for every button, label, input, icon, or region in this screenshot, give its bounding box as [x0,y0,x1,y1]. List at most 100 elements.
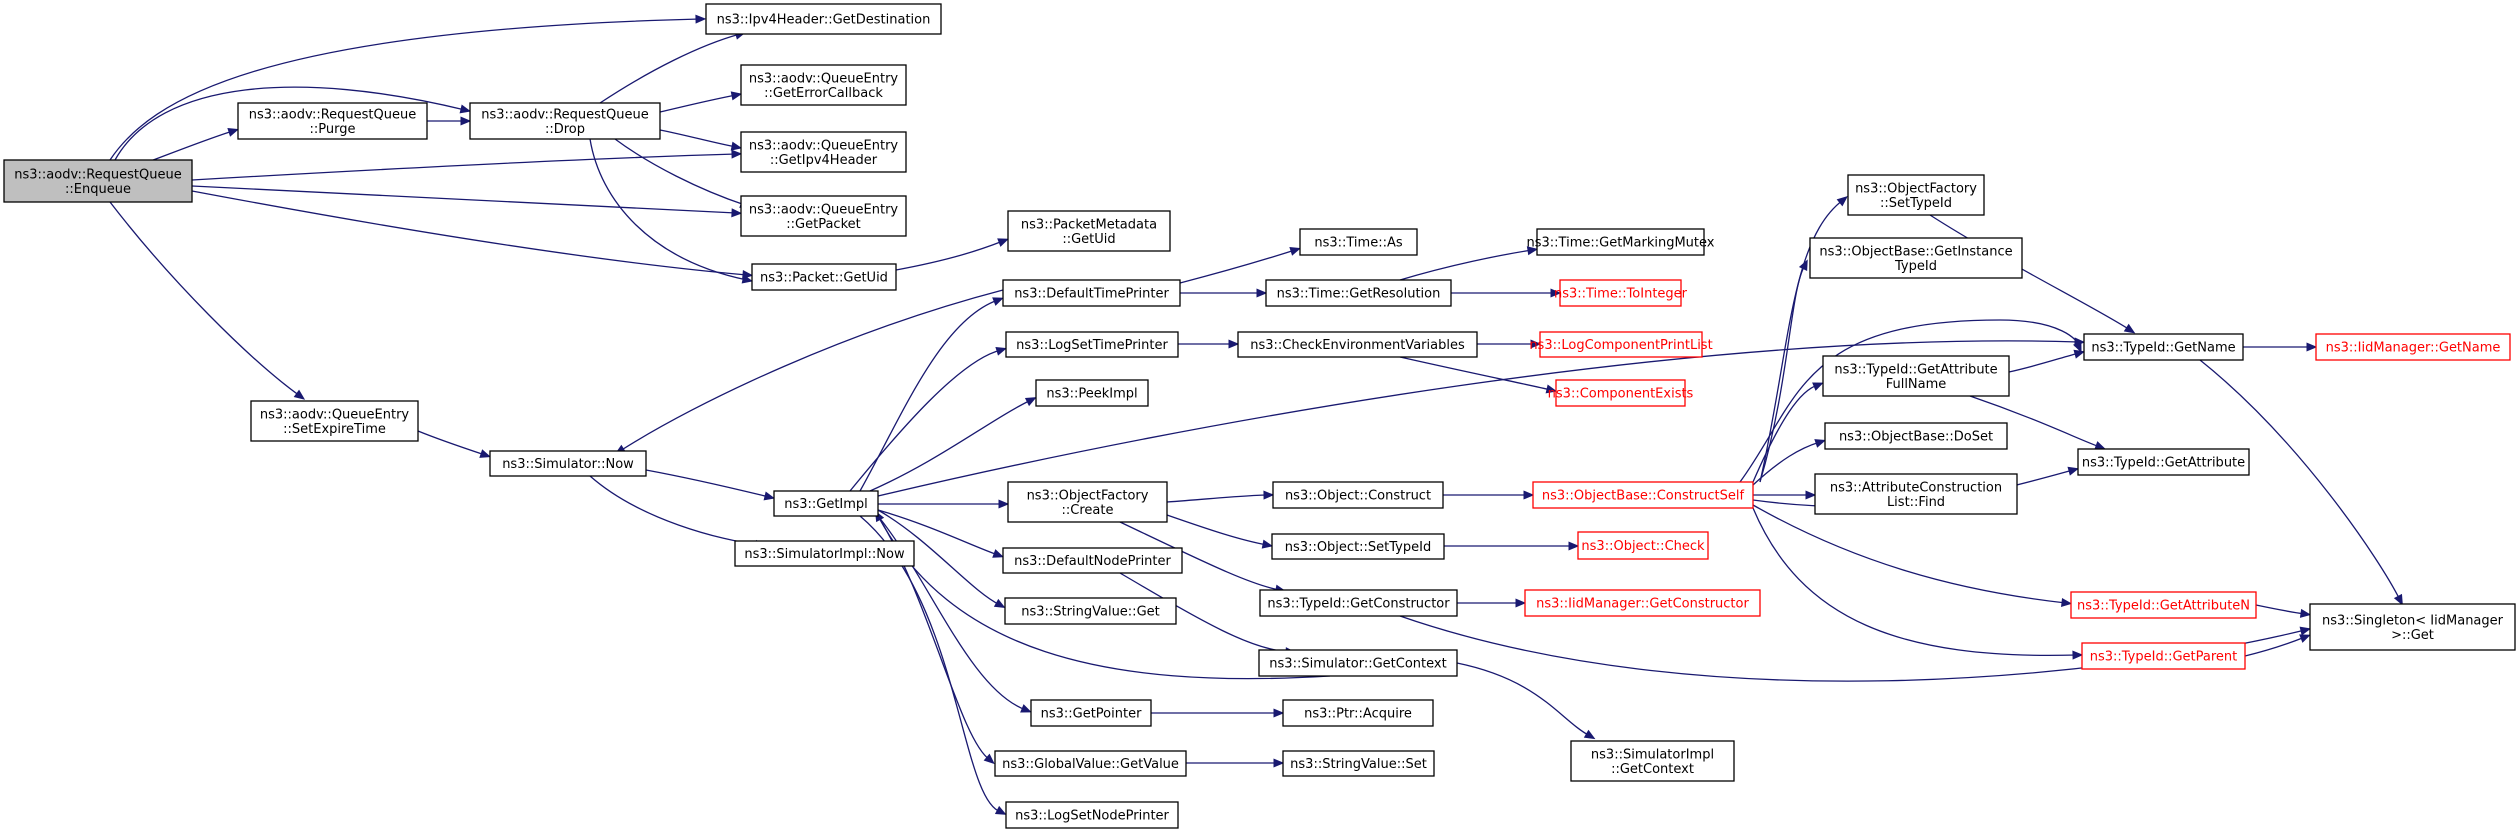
edge-purge-to-drop [427,116,472,126]
node-box [1847,174,1985,216]
node-of-settypeid[interactable]: ns3::ObjectFactory::SetTypeId [1847,174,1985,216]
node-time-getres[interactable]: ns3::Time::GetResolution [1265,279,1452,307]
node-box [1007,481,1168,523]
edge-arrowhead [2073,349,2086,359]
node-label: ::GetUid [1062,232,1115,247]
node-label: ns3::aodv::RequestQueue [14,167,181,182]
node-tid-getparent[interactable]: ns3::TypeId::GetParent [2081,642,2246,670]
node-ipv4hdr-getdest[interactable]: ns3::Ipv4Header::GetDestination [705,3,942,35]
node-stringvalue-set[interactable]: ns3::StringValue::Set [1282,750,1435,777]
node-label: ns3::aodv::QueueEntry [260,407,410,422]
node-box [1555,379,1686,407]
node-label: TypeId [1894,259,1937,274]
node-label: ns3::Time::GetMarkingMutex [1527,236,1715,251]
node-packet-getuid[interactable]: ns3::Packet::GetUid [751,263,897,291]
node-time-tointeger[interactable]: ns3::Time::ToInteger [1554,279,1688,307]
node-iidmgr-getname[interactable]: ns3::IidManager::GetName [2315,333,2511,361]
node-tid-getattributen[interactable]: ns3::TypeId::GetAttributeN [2070,591,2257,619]
node-objbase-doset[interactable]: ns3::ObjectBase::DoSet [1824,422,2008,450]
edge-arrowhead [227,128,239,137]
node-singleton-get[interactable]: ns3::Singleton< IidManager >::Get [2309,603,2516,651]
node-qe-getpacket[interactable]: ns3::aodv::QueueEntry::GetPacket [740,195,907,237]
node-label: ns3::Simulator::Now [502,457,634,472]
edge-arrowhead [1583,729,1596,740]
node-obj-settypeid[interactable]: ns3::Object::SetTypeId [1271,533,1445,560]
node-simimpl-getcontext[interactable]: ns3::SimulatorImpl::GetContext [1570,740,1735,782]
edge-objbase_constructself-to-tid_getattributen [1752,504,2073,608]
edge-drop-to-packet_getuid [589,138,754,284]
edge-arrowhead [763,491,776,501]
node-stringvalue-get[interactable]: ns3::StringValue::Get [1004,597,1177,625]
node-purge[interactable]: ns3::aodv::RequestQueue::Purge [237,102,428,140]
node-obj-construct[interactable]: ns3::Object::Construct [1272,481,1444,509]
node-tid-getattribute[interactable]: ns3::TypeId::GetAttribute [2077,448,2250,476]
edge-checkenv-to-logcompprintlist [1477,339,1542,349]
edge-line [1179,249,1296,284]
node-label: ns3::PacketMetadata [1021,217,1157,232]
node-getimpl[interactable]: ns3::GetImpl [773,490,879,517]
edge-objbase_constructself-to-of_settypeid [1759,196,1848,483]
edge-line [589,138,748,281]
node-qe-geterrcb[interactable]: ns3::aodv::QueueEntry::GetErrorCallback [740,64,907,106]
node-of-create[interactable]: ns3::ObjectFactory::Create [1007,481,1168,523]
node-default-node-printer[interactable]: ns3::DefaultNodePrinter [1002,547,1183,574]
edge-arrowhead [2299,626,2312,636]
node-label: ns3::GlobalValue::GetValue [1002,757,1179,772]
node-enqueue[interactable]: ns3::aodv::RequestQueue::Enqueue [3,159,193,203]
edge-arrowhead [2073,341,2082,353]
node-ptr-acquire[interactable]: ns3::Ptr::Acquire [1282,699,1434,727]
node-obj-check[interactable]: ns3::Object::Check [1577,531,1709,560]
node-objbase-constructself[interactable]: ns3::ObjectBase::ConstructSelf [1532,481,1754,509]
edge-arrowhead [1526,246,1539,256]
node-compexists[interactable]: ns3::ComponentExists [1548,379,1694,407]
node-box [740,131,907,173]
edge-drop-to-qe_geterrcb [659,91,743,113]
node-pm-getuid[interactable]: ns3::PacketMetadata::GetUid [1007,210,1171,252]
node-peekimpl[interactable]: ns3::PeekImpl [1035,379,1149,407]
node-label: ns3::Object::Check [1581,539,1705,554]
node-qe-setexpire[interactable]: ns3::aodv::QueueEntry::SetExpireTime [250,400,419,442]
node-label: ns3::Ipv4Header::GetDestination [717,13,931,28]
node-drop[interactable]: ns3::aodv::RequestQueue::Drop [469,102,661,140]
node-time-as[interactable]: ns3::Time::As [1299,228,1418,256]
edge-obj_settypeid-to-obj_check [1444,541,1580,551]
node-logsettimeprinter[interactable]: ns3::LogSetTimePrinter [1005,331,1179,358]
node-default-time-printer[interactable]: ns3::DefaultTimePrinter [1002,279,1181,307]
node-sim-now[interactable]: ns3::Simulator::Now [489,450,647,477]
node-label: ns3::TypeId::GetName [2091,341,2235,356]
edge-arrowhead [730,141,743,151]
edge-arrowhead [730,91,743,101]
node-label: ns3::GetPointer [1041,707,1142,722]
node-label: ::GetErrorCallback [764,86,883,101]
node-getpointer[interactable]: ns3::GetPointer [1030,699,1152,727]
node-iidmgr-getconstructor[interactable]: ns3::IidManager::GetConstructor [1524,589,1761,617]
node-time-getmutex[interactable]: ns3::Time::GetMarkingMutex [1527,228,1715,256]
node-logcompprintlist[interactable]: ns3::LogComponentPrintList [1529,331,1713,358]
node-box [740,195,907,237]
node-tid-getconstructor[interactable]: ns3::TypeId::GetConstructor [1259,589,1458,617]
node-gv-getvalue[interactable]: ns3::GlobalValue::GetValue [994,750,1187,777]
node-label: ns3::CheckEnvironmentVariables [1250,338,1465,353]
node-tid-getname[interactable]: ns3::TypeId::GetName [2083,333,2244,361]
edge-arrowhead [2299,608,2312,618]
node-simimpl-now[interactable]: ns3::SimulatorImpl::Now [734,540,915,567]
node-label: ns3::DefaultNodePrinter [1014,554,1171,569]
node-label: ns3::Object::Construct [1285,489,1431,504]
node-checkenv[interactable]: ns3::CheckEnvironmentVariables [1237,331,1478,358]
node-label: ::Purge [310,122,356,137]
edge-line [2199,359,2401,601]
edge-time_getres-to-time_tointeger [1451,288,1562,298]
node-logsetnodeprinter[interactable]: ns3::LogSetNodePrinter [1005,801,1179,829]
node-qe-getipv4hdr[interactable]: ns3::aodv::QueueEntry::GetIpv4Header [740,131,907,173]
edge-arrowhead [998,499,1010,509]
edge-arrowhead [993,598,1006,609]
node-sim-getcontext[interactable]: ns3::Simulator::GetContext [1258,649,1458,677]
node-label: ns3::aodv::QueueEntry [749,202,899,217]
node-box [1237,331,1478,358]
node-box [1272,481,1444,509]
node-box [1030,699,1152,727]
